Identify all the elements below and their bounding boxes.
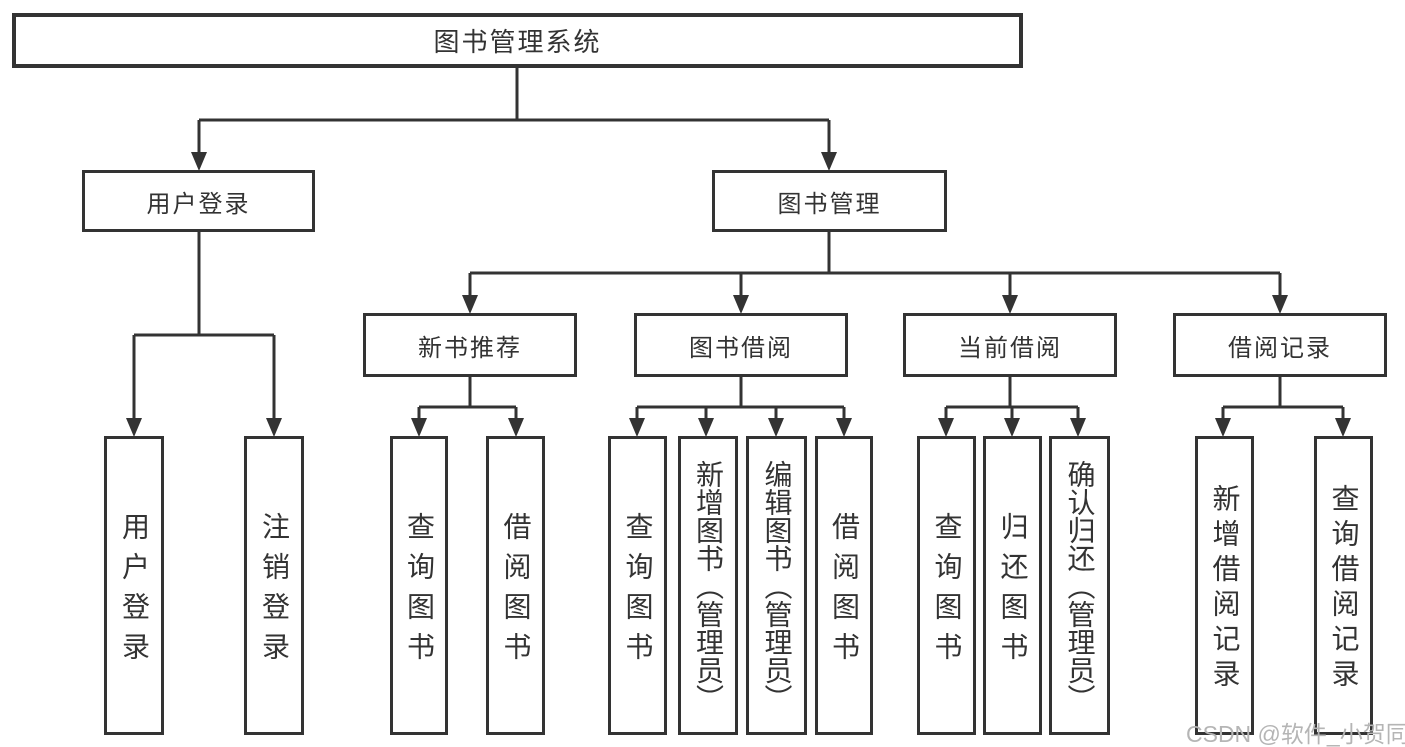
leaf-query-books-recommend-label: 查询图书: [404, 511, 435, 672]
leaf-query-books-borrowing: 查询图书: [608, 436, 667, 735]
leaf-query-borrowing-record-label: 查询借阅记录: [1328, 484, 1360, 694]
leaf-borrow-books-borrowing-label: 借阅图书: [829, 511, 860, 672]
leaf-confirm-return-admin: 确认归还（管理员）: [1049, 436, 1110, 735]
node-new-book-recommend: 新书推荐: [363, 313, 577, 377]
leaf-logout: 注销登录: [244, 436, 304, 735]
node-current-borrowing-label: 当前借阅: [958, 334, 1062, 362]
node-borrowing-records-label: 借阅记录: [1228, 334, 1332, 362]
leaf-add-borrowing-record: 新增借阅记录: [1195, 436, 1254, 735]
node-user-login: 用户登录: [82, 170, 315, 232]
node-book-management-label: 图书管理: [777, 190, 882, 218]
node-book-borrowing: 图书借阅: [634, 313, 848, 377]
leaf-user-login-label: 用户登录: [119, 511, 150, 672]
node-borrowing-records: 借阅记录: [1173, 313, 1387, 377]
leaf-logout-label: 注销登录: [259, 511, 290, 672]
leaf-borrow-books-recommend-label: 借阅图书: [500, 511, 532, 672]
node-book-management: 图书管理: [712, 170, 947, 232]
leaf-borrow-books-recommend: 借阅图书: [486, 436, 545, 735]
leaf-return-book-label: 归还图书: [997, 511, 1029, 672]
csdn-watermark: CSDN @软件_小贺同学: [1186, 721, 1405, 747]
leaf-query-books-current: 查询图书: [917, 436, 976, 735]
leaf-edit-book-admin-label: 编辑图书（管理员）: [761, 459, 793, 712]
arrowheads: [126, 152, 1351, 437]
leaf-borrow-books-borrowing: 借阅图书: [815, 436, 873, 735]
leaf-confirm-return-admin-label: 确认归还（管理员）: [1064, 459, 1096, 712]
leaf-query-books-current-label: 查询图书: [931, 511, 963, 672]
leaf-return-book: 归还图书: [983, 436, 1042, 735]
node-new-book-recommend-label: 新书推荐: [418, 334, 522, 362]
leaf-add-borrowing-record-label: 新增借阅记录: [1209, 484, 1241, 694]
node-user-login-label: 用户登录: [146, 190, 251, 218]
node-book-borrowing-label: 图书借阅: [689, 334, 793, 362]
leaf-query-books-recommend: 查询图书: [390, 436, 448, 735]
node-root-label: 图书管理系统: [433, 27, 602, 57]
node-current-borrowing: 当前借阅: [903, 313, 1117, 377]
leaf-add-book-admin-label: 新增图书（管理员）: [693, 459, 724, 712]
leaf-user-login: 用户登录: [104, 436, 164, 735]
leaf-query-borrowing-record: 查询借阅记录: [1314, 436, 1373, 735]
leaf-add-book-admin: 新增图书（管理员）: [678, 436, 738, 735]
leaf-edit-book-admin: 编辑图书（管理员）: [746, 436, 807, 735]
leaf-query-books-borrowing-label: 查询图书: [622, 511, 654, 672]
node-root: 图书管理系统: [12, 13, 1023, 68]
